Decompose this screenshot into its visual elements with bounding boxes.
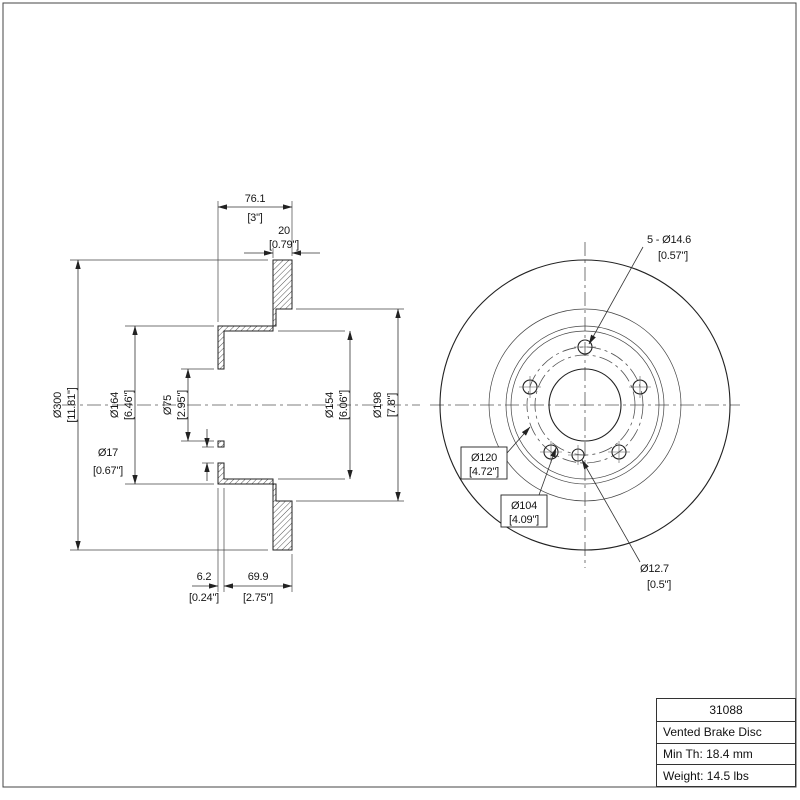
weight-cell: Weight: 14.5 lbs (657, 764, 795, 786)
dim-friction-dia-in: [7.8"] (386, 393, 398, 417)
front-view: 5 - Ø14.6 [0.57"] Ø120 [4.72"] Ø104 [4.0… (430, 234, 740, 591)
dim-inner-dia-mm: Ø154 (324, 392, 336, 418)
label-screw-hole-in: [0.5"] (647, 579, 671, 591)
dim-flange-th-in: [0.24"] (189, 592, 219, 604)
hat-flange-lower (217, 462, 274, 485)
bolt-circle-label-box (460, 446, 508, 480)
label-bolt-holes-in: [0.57"] (658, 250, 688, 262)
label-screw-circle-in: [4.09"] (509, 514, 539, 526)
bolt-circle (526, 346, 644, 464)
dim-bore-dia-in: [2.95"] (176, 390, 188, 420)
dim-screwhole-in: [0.67"] (93, 465, 123, 477)
dim-screwhole-mm: Ø17 (98, 447, 118, 459)
dim-flange-th-mm: 6.2 (197, 571, 212, 583)
weight: Weight: 14.5 lbs (663, 768, 749, 783)
title-block: 31088 Vented Brake Disc Min Th: 18.4 mm … (656, 698, 796, 787)
dim-total-width-in: [3"] (247, 212, 262, 224)
label-screw-circle-mm: Ø104 (511, 500, 537, 512)
description-cell: Vented Brake Disc (657, 720, 795, 743)
min-thickness-cell: Min Th: 18.4 mm (657, 742, 795, 765)
hat-inner-circle (510, 330, 660, 480)
dim-thickness-in: [0.79"] (269, 239, 299, 251)
outer-diameter-circle (439, 259, 731, 551)
dim-total-width-mm: 76.1 (245, 193, 266, 205)
hat-flange-upper (217, 325, 274, 370)
dim-outer-dia-in: [11.81"] (66, 387, 78, 422)
friction-inner-circle (488, 308, 682, 502)
leader-bolt-circle (506, 426, 531, 454)
page-frame (2, 2, 797, 788)
dim-friction-dia-mm: Ø198 (372, 392, 384, 418)
label-bolt-circle-in: [4.72"] (469, 466, 499, 478)
min-thickness: Min Th: 18.4 mm (663, 746, 753, 761)
section-view: 76.1 [3"] 20 [0.79"] Ø300 [11.81"] Ø164 … (52, 193, 420, 604)
dim-outer-dia-mm: Ø300 (52, 392, 64, 418)
hat-outer-circle (505, 325, 665, 485)
dim-hat-dia-mm: Ø164 (109, 392, 121, 418)
flange-below-screw-hole (217, 440, 225, 448)
part-number-cell: 31088 (657, 699, 795, 721)
part-number: 31088 (709, 702, 743, 717)
dim-hat-dia-in: [6.46"] (123, 390, 135, 420)
label-screw-hole-mm: Ø12.7 (640, 563, 669, 575)
label-bolt-holes-mm: 5 - Ø14.6 (647, 234, 691, 246)
dim-bore-dia-mm: Ø75 (162, 395, 174, 415)
center-bore-circle (548, 368, 622, 442)
dim-thickness-mm: 20 (278, 225, 290, 237)
dim-inner-depth-in: [2.75"] (243, 592, 273, 604)
leader-screw-hole (581, 459, 641, 563)
dim-inner-dia-in: [6.06"] (338, 390, 350, 420)
friction-ring-lower (272, 483, 293, 551)
part-description: Vented Brake Disc (663, 725, 762, 740)
friction-ring-upper (272, 259, 293, 327)
dim-inner-depth-mm: 69.9 (248, 571, 269, 583)
screw-circle-label-box (500, 494, 548, 528)
leader-bolt-holes (588, 246, 644, 345)
leader-screw-circle (538, 447, 557, 496)
label-bolt-circle-mm: Ø120 (471, 452, 497, 464)
